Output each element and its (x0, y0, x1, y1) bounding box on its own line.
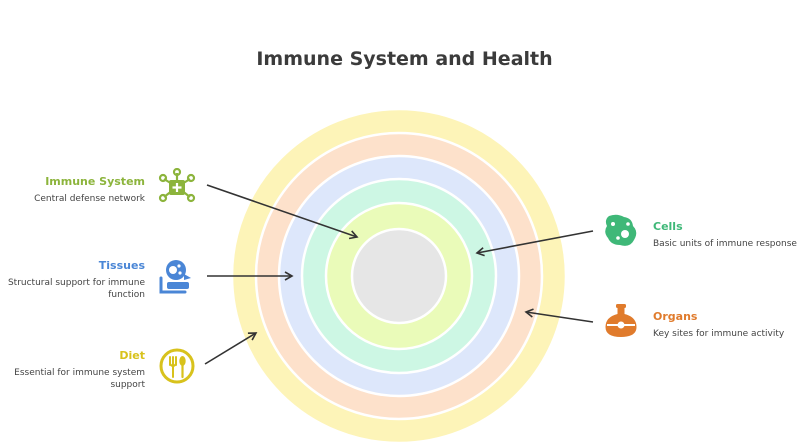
cells-desc: Basic units of immune response (653, 239, 797, 249)
immune-system-arrow (206, 184, 359, 240)
tissues-desc-line-2: function (108, 290, 145, 300)
utensils-icon (159, 348, 195, 384)
diet-arrow (204, 332, 258, 365)
organ-flask-icon (605, 304, 637, 337)
tissues-label: Tissues (98, 259, 145, 272)
diagram-title: Immune System and Health (256, 48, 553, 70)
diet-desc-line-1: Essential for immune system (14, 368, 145, 378)
network-icon (158, 168, 196, 203)
cells-label: Cells (653, 220, 683, 233)
immune-system-label: Immune System (45, 175, 145, 188)
tissues-desc-line-1: Structural support for immune (7, 278, 145, 288)
core (350, 227, 448, 325)
organs-arrow (524, 308, 594, 323)
cells-arrow (475, 230, 594, 257)
organs-desc: Key sites for immune activity (653, 329, 785, 339)
cells-icon (605, 214, 637, 246)
tissue-icon (159, 260, 191, 294)
diet-label: Diet (119, 349, 145, 362)
diet-desc-line-2: support (110, 380, 145, 390)
organs-label: Organs (653, 310, 698, 323)
immune-system-desc: Central defense network (34, 194, 145, 204)
